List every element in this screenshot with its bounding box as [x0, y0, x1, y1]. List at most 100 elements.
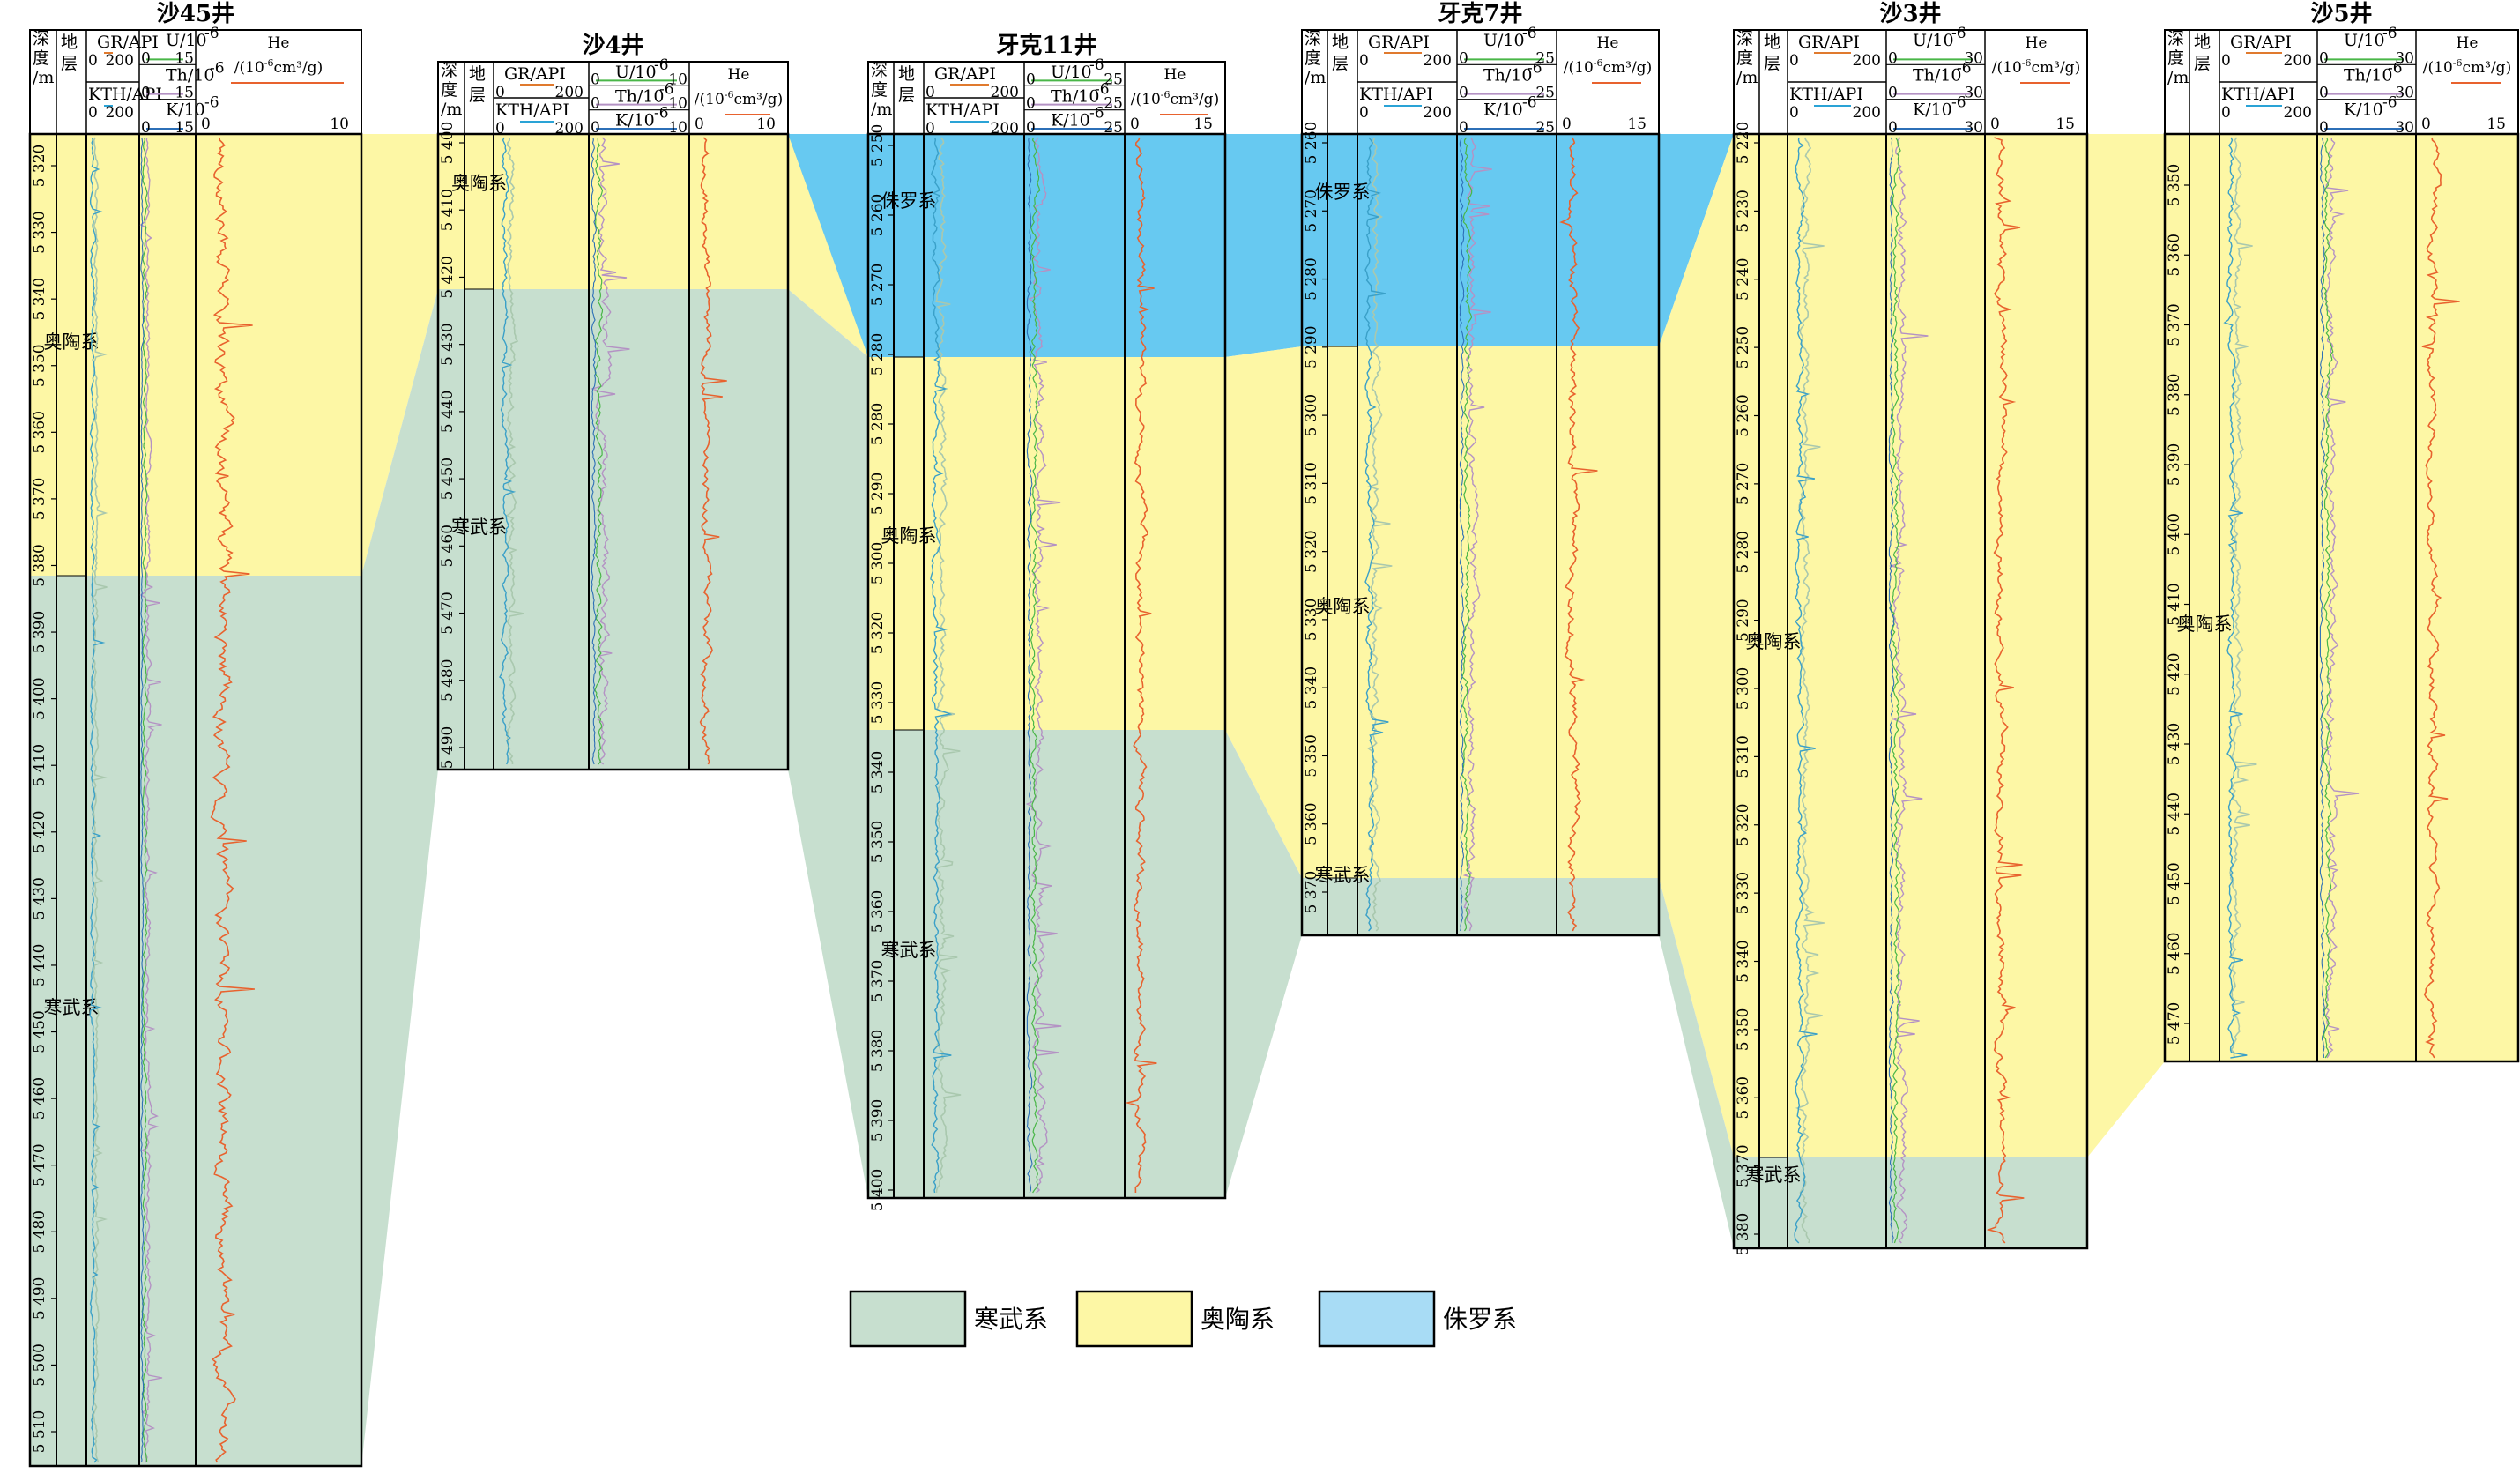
he-label: He — [2457, 34, 2479, 52]
band-3 — [788, 289, 868, 1198]
k-exp: -6 — [2382, 94, 2397, 112]
th-curve — [1462, 137, 1492, 932]
depth-label: 5 360 — [1303, 802, 1320, 845]
depth-label: 5 450 — [31, 1010, 48, 1053]
th-label: Th/10 — [615, 86, 665, 106]
th-exp: -6 — [1095, 80, 1110, 98]
strat-name: 奥陶系 — [44, 331, 100, 353]
strat-header: 地 — [898, 64, 915, 84]
depth-label: 5 390 — [31, 611, 48, 654]
legend-label-0: 寒武系 — [974, 1305, 1048, 1334]
depth-header: 度 — [1736, 48, 1753, 68]
depth-label: 5 450 — [439, 458, 457, 501]
band-6 — [1225, 346, 1302, 878]
he-unit-tail: cm³/g) — [2463, 59, 2512, 77]
gr-max: 200 — [555, 84, 584, 101]
depth-label: 5 470 — [31, 1143, 48, 1187]
he-zero: 0 — [2421, 115, 2431, 133]
th-exp: -6 — [1957, 59, 1972, 77]
he-max: 15 — [1627, 115, 1647, 133]
u-curve — [1461, 137, 1473, 932]
u-exp: -6 — [1951, 25, 1966, 42]
depth-label: 5 360 — [1735, 1076, 1752, 1120]
depth-label: 5 400 — [439, 122, 457, 165]
kth-zero: 0 — [1359, 104, 1369, 122]
he-label: He — [2026, 34, 2048, 52]
depth-label: 5 470 — [439, 592, 457, 635]
strat-name: 寒武系 — [44, 997, 100, 1018]
depth-label: 5 360 — [2166, 234, 2183, 277]
kth-max: 200 — [2284, 104, 2312, 122]
zone-fill-0 — [868, 134, 1225, 357]
gr-label: GR/API — [1798, 33, 1860, 52]
gr-zero: 0 — [925, 84, 935, 101]
log-curves — [89, 137, 255, 1463]
th-zero: 0 — [1026, 95, 1036, 113]
depth-label: 5 410 — [31, 744, 48, 787]
strat-header: 层 — [469, 86, 486, 105]
band-9 — [1659, 134, 1734, 1157]
k-curve — [1459, 137, 1465, 932]
strat-name: 寒武系 — [1746, 1165, 1802, 1186]
th-label: Th/10 — [1483, 65, 1533, 85]
he-zero: 0 — [1990, 115, 2000, 133]
k-curve — [1026, 137, 1033, 1194]
correlation-bands — [361, 134, 2165, 1466]
depth-label: 5 310 — [1303, 462, 1320, 505]
depth-label: 5 330 — [869, 681, 887, 725]
u-curve — [1030, 137, 1041, 1194]
he-max: 15 — [2487, 115, 2506, 133]
he-unit-tail: cm³/g) — [734, 91, 784, 108]
he-unit: /(10-6cm³/g) — [1992, 57, 2080, 77]
depth-label: 5 400 — [869, 1169, 887, 1212]
depth-label: 5 300 — [869, 542, 887, 585]
depth-label: 5 380 — [1735, 1213, 1752, 1256]
body-frame — [1300, 132, 1661, 937]
depth-label: 5 300 — [1303, 394, 1320, 437]
log-curves — [2223, 137, 2460, 1059]
legend-swatch-2 — [1318, 1290, 1436, 1348]
strat-header: 地 — [2194, 33, 2211, 52]
k-zero: 0 — [1026, 119, 1036, 137]
band-4 — [788, 134, 868, 357]
log-curves — [499, 137, 727, 765]
strat-name: 侏罗系 — [1315, 182, 1371, 203]
th-curve — [2323, 138, 2360, 1059]
log-curves — [930, 137, 1157, 1194]
band-10 — [1659, 878, 1734, 1248]
depth-label: 5 370 — [869, 960, 887, 1003]
u-zero: 0 — [1026, 71, 1036, 88]
depth-label: 5 260 — [869, 194, 887, 237]
legend-label-1: 奥陶系 — [1201, 1305, 1275, 1334]
strat-header: 层 — [2194, 54, 2211, 73]
th-max: 25 — [1104, 95, 1123, 113]
depth-header: 深 — [871, 61, 888, 80]
depth-label: 5 350 — [869, 821, 887, 864]
he-unit-head: /(10 — [1131, 91, 1161, 108]
depth-header: /m — [33, 68, 54, 87]
kth-zero: 0 — [495, 120, 505, 138]
gr-label: GR/API — [1368, 33, 1430, 52]
th-zero: 0 — [1459, 85, 1468, 102]
gr-max: 200 — [991, 84, 1019, 101]
kth-max: 200 — [106, 104, 134, 122]
he-curve — [210, 137, 255, 1463]
depth-label: 5 490 — [439, 726, 457, 770]
kth-curve — [2223, 137, 2248, 1059]
k-label: K/10 — [1913, 100, 1952, 120]
depth-label: 5 350 — [31, 344, 48, 387]
gr-label: GR/API — [2230, 33, 2292, 52]
well-title: 沙4井 — [582, 33, 643, 59]
depth-label: 5 370 — [1735, 1144, 1752, 1187]
depth-label: 5 360 — [31, 411, 48, 454]
kth-curve — [1794, 137, 1818, 1244]
u-exp: -6 — [1089, 56, 1104, 74]
depth-label: 5 490 — [31, 1277, 48, 1321]
gr-zero: 0 — [495, 84, 505, 101]
depth-label: 5 240 — [1735, 257, 1752, 301]
he-unit: /(10-6cm³/g) — [1131, 89, 1219, 108]
depth-label: 5 350 — [1735, 1008, 1752, 1052]
k-curve — [591, 137, 598, 765]
